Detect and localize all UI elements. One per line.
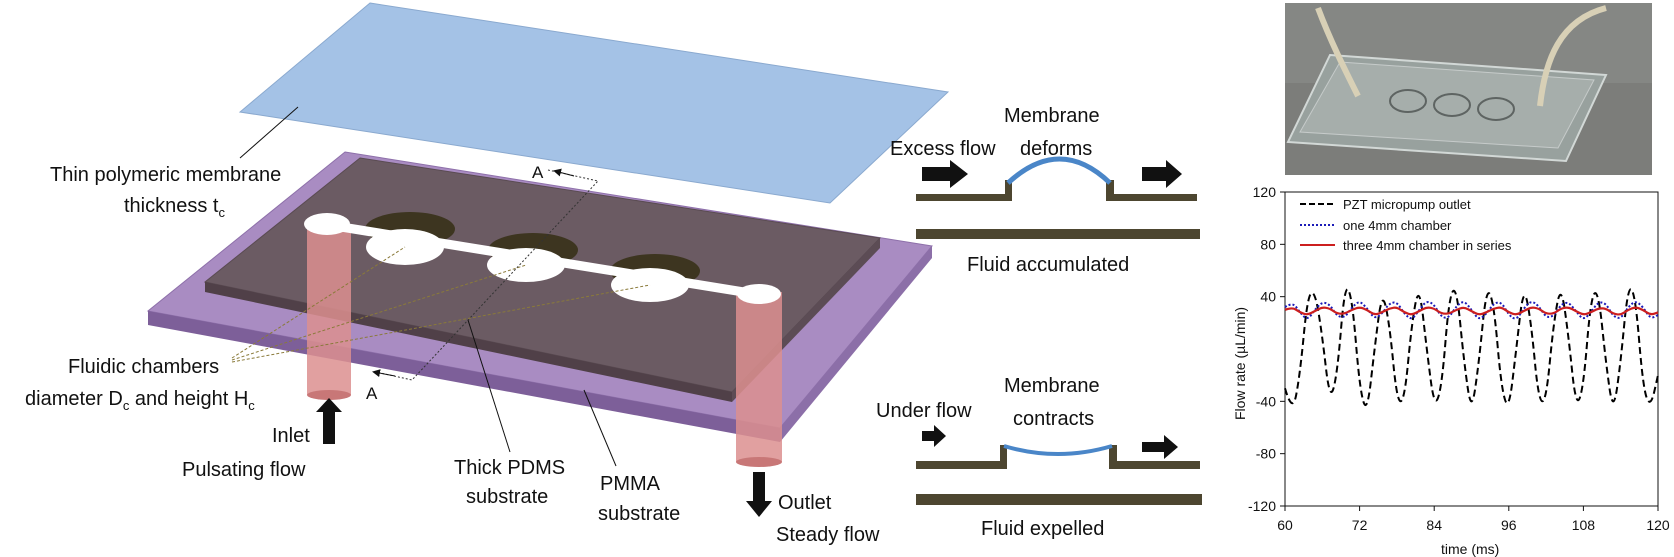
inlet-sub-label: Pulsating flow bbox=[182, 459, 306, 481]
chambers-label-diameter: diameter D bbox=[25, 388, 123, 410]
device-schematic: A A Thin polymeric membrane thickness tc… bbox=[25, 2, 950, 546]
outlet-sub-label: Steady flow bbox=[776, 524, 880, 546]
outlet-label: Outlet bbox=[778, 492, 832, 514]
section-marker-top: A bbox=[532, 163, 544, 182]
pmma-leader bbox=[583, 389, 617, 467]
inlet-label: Inlet bbox=[272, 425, 310, 447]
outlet-port bbox=[737, 284, 781, 304]
fluidic-chamber-2 bbox=[487, 248, 565, 282]
upper-wall-contracts bbox=[916, 445, 1007, 469]
photo-chamber-3 bbox=[1477, 97, 1515, 121]
y-tick-label: -80 bbox=[1256, 446, 1276, 462]
x-tick-label: 72 bbox=[1352, 517, 1368, 533]
membrane-flattened bbox=[1003, 444, 1113, 456]
deforms-title-line2: deforms bbox=[1020, 138, 1092, 160]
section-arrow-top bbox=[553, 168, 575, 177]
chart-ylabel: Flow rate (µL/min) bbox=[1232, 307, 1248, 420]
photo-chip-inner bbox=[1299, 61, 1595, 149]
chambers-label-sub2: c bbox=[248, 398, 255, 413]
upper-wall-deforms bbox=[916, 180, 1012, 201]
fluid-accumulated-caption: Fluid accumulated bbox=[967, 254, 1129, 276]
outlet-tube bbox=[736, 292, 782, 462]
legend-label-pzt: PZT micropump outlet bbox=[1343, 197, 1471, 212]
chambers-leader-3 bbox=[231, 284, 651, 363]
under-flow-arrow-out bbox=[1142, 435, 1178, 459]
membrane-leader bbox=[239, 106, 299, 159]
pmma-label-line2: substrate bbox=[598, 503, 680, 525]
pmma-side-face bbox=[780, 246, 932, 442]
y-tick-label: 40 bbox=[1260, 289, 1276, 305]
under-flow-label: Under flow bbox=[876, 400, 972, 422]
x-tick-label: 120 bbox=[1646, 517, 1670, 533]
inlet-port bbox=[304, 213, 350, 235]
inlet-arrow bbox=[316, 398, 342, 444]
cross-section-contracts: Membrane contracts Under flow Fluid expe… bbox=[876, 375, 1202, 540]
photo-tube-left bbox=[1315, 6, 1361, 98]
x-tick-label: 96 bbox=[1501, 517, 1517, 533]
upper-wall-contracts-right bbox=[1109, 445, 1200, 469]
lower-wall-contracts bbox=[916, 494, 1202, 505]
x-tick-label: 108 bbox=[1572, 517, 1596, 533]
y-tick-label: -40 bbox=[1256, 393, 1276, 409]
y-tick-label: 120 bbox=[1253, 184, 1277, 200]
x-tick-label: 84 bbox=[1426, 517, 1442, 533]
excess-flow-arrow-in bbox=[922, 160, 968, 188]
membrane-label-line2: thickness tc bbox=[124, 195, 225, 220]
section-marker-bottom: A bbox=[366, 384, 378, 403]
upper-wall-deforms-right bbox=[1106, 180, 1197, 201]
pmma-label-line1: PMMA bbox=[600, 473, 661, 495]
pdms-label-line2: substrate bbox=[466, 486, 548, 508]
inlet-tube-bottom bbox=[307, 390, 351, 400]
lower-wall-deforms bbox=[916, 229, 1200, 239]
y-tick-label: -120 bbox=[1248, 498, 1276, 514]
legend-label-three: three 4mm chamber in series bbox=[1343, 238, 1512, 253]
chart-series bbox=[1284, 288, 1659, 406]
outlet-arrow bbox=[746, 472, 772, 517]
chart-xlabel: time (ms) bbox=[1441, 541, 1499, 557]
contracts-title-line1: Membrane bbox=[1004, 375, 1100, 397]
under-flow-arrow-in bbox=[922, 425, 946, 447]
pmma-front-face bbox=[148, 311, 780, 442]
device-photo bbox=[1285, 3, 1652, 175]
chambers-label-line2: diameter Dc and height Hc bbox=[25, 388, 255, 413]
series-pzt-outlet bbox=[1284, 288, 1659, 406]
pdms-leader bbox=[467, 319, 511, 453]
chambers-leader-1 bbox=[231, 246, 406, 359]
series-three-chambers bbox=[1284, 306, 1659, 316]
photo-tube-right bbox=[1537, 5, 1607, 107]
chambers-label-line1: Fluidic chambers bbox=[68, 356, 219, 378]
fluid-expelled-caption: Fluid expelled bbox=[981, 518, 1104, 540]
cross-section-deforms: Membrane deforms Excess flow Fluid accum… bbox=[890, 105, 1200, 276]
section-arrow-bottom bbox=[372, 369, 396, 378]
x-tick-label: 60 bbox=[1277, 517, 1293, 533]
photo-chamber-1 bbox=[1389, 89, 1427, 113]
outlet-tube-bottom bbox=[736, 457, 782, 467]
pdms-label-line1: Thick PDMS bbox=[454, 457, 565, 479]
membrane-bulged bbox=[1006, 156, 1112, 185]
excess-flow-arrow-out bbox=[1142, 160, 1182, 188]
chambers-label-height: and height H bbox=[129, 388, 248, 410]
membrane-label-line1: Thin polymeric membrane bbox=[50, 164, 281, 186]
membrane-label-sub: c bbox=[218, 205, 225, 220]
contracts-title-line2: contracts bbox=[1013, 408, 1094, 430]
deforms-title-line1: Membrane bbox=[1004, 105, 1100, 127]
y-tick-label: 80 bbox=[1260, 236, 1276, 252]
legend-label-one: one 4mm chamber bbox=[1343, 218, 1452, 233]
photo-chamber-2 bbox=[1433, 93, 1471, 117]
chambers-leader-2 bbox=[231, 264, 527, 361]
membrane-label-thickness: thickness t bbox=[124, 195, 219, 217]
excess-flow-label: Excess flow bbox=[890, 138, 996, 160]
membrane-sheet bbox=[238, 2, 950, 204]
chart-legend: PZT micropump outlet one 4mm chamber thr… bbox=[1300, 197, 1512, 253]
chambers-label-sub1: c bbox=[123, 398, 130, 413]
inlet-tube bbox=[307, 225, 351, 395]
plot-area bbox=[1284, 191, 1659, 507]
